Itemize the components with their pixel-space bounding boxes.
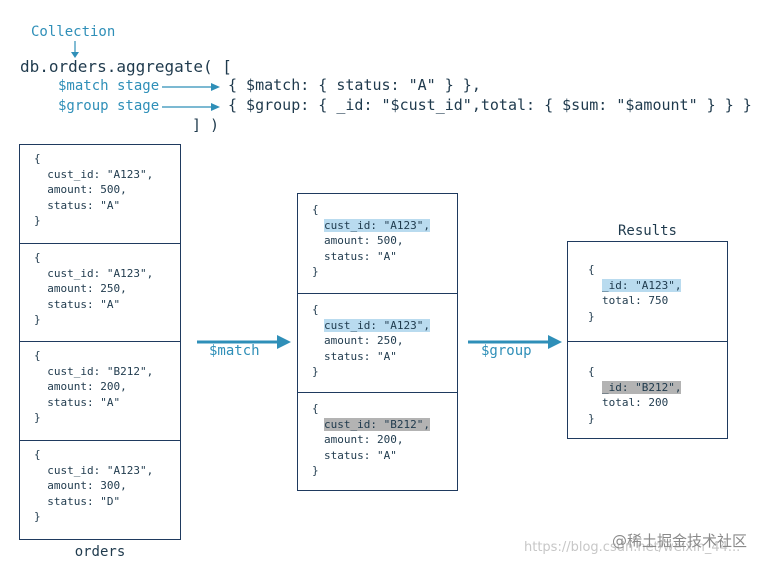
doc-line: amount: 200, xyxy=(34,380,127,393)
collection-arrow-icon xyxy=(71,41,79,58)
doc-line: { xyxy=(34,152,41,165)
doc-line: { xyxy=(34,448,41,461)
doc-line: } xyxy=(312,265,319,278)
doc-line: } xyxy=(34,411,41,424)
doc-line: { xyxy=(588,263,595,276)
doc-line: amount: 500, xyxy=(34,183,127,196)
watermark-url: https://blog.csdn.net/weixin_44... xyxy=(524,540,741,555)
orders-caption: orders xyxy=(74,544,126,560)
doc-line: { xyxy=(312,203,319,216)
doc-line: } xyxy=(312,365,319,378)
match-arrow-icon xyxy=(197,335,291,349)
doc-line: status: "A" xyxy=(324,448,397,462)
doc-line: status: "D" xyxy=(34,494,121,508)
doc-line: amount: 250, xyxy=(324,334,404,347)
doc-line: { xyxy=(312,402,319,415)
aggregate-closing: ] ) xyxy=(192,116,220,134)
order-document: { cust_id: "A123", amount: 300, status: … xyxy=(20,440,180,539)
group-stage-code: { $group: { _id: "$cust_id",total: { $su… xyxy=(228,96,752,114)
doc-line: status: "A" xyxy=(324,349,397,363)
matched-document: { cust_id: "A123", amount: 500, status: … xyxy=(298,194,457,294)
doc-line: status: "A" xyxy=(324,249,397,263)
group-arrow-icon xyxy=(468,335,562,349)
id-highlight: _id: "B212", xyxy=(602,380,682,394)
doc-line: cust_id: "B212", xyxy=(34,364,154,378)
cust-id-highlight: cust_id: "A123", xyxy=(324,218,430,232)
doc-line: total: 200 xyxy=(602,396,669,409)
match-stage-code: { $match: { status: "A" } }, xyxy=(228,76,481,94)
doc-line: status: "A" xyxy=(34,198,121,212)
matched-document: { cust_id: "B212", amount: 200, status: … xyxy=(298,392,457,491)
doc-line: } xyxy=(588,411,595,425)
collection-label: Collection xyxy=(31,24,116,40)
matched-document: { cust_id: "A123", amount: 250, status: … xyxy=(298,293,457,393)
match-arrow-label: $match xyxy=(209,343,260,359)
cust-id-highlight: cust_id: "A123", xyxy=(324,318,430,332)
doc-line: } xyxy=(34,214,41,227)
watermark-brand: @稀土掘金技术社区 xyxy=(612,532,748,550)
group-stage-arrow-icon xyxy=(162,103,220,111)
doc-line: { xyxy=(588,365,595,378)
doc-line: amount: 500, xyxy=(324,234,404,247)
id-highlight: _id: "A123", xyxy=(602,278,682,292)
results-box: { _id: "A123", total: 750 } { _id: "B212… xyxy=(567,241,728,439)
doc-line: } xyxy=(312,464,319,477)
doc-line: status: "A" xyxy=(34,395,121,409)
aggregate-call: db.orders.aggregate( [ xyxy=(20,57,232,76)
match-stage-label: $match stage xyxy=(58,78,160,94)
doc-line: amount: 300, xyxy=(34,479,127,492)
doc-line: cust_id: "A123", xyxy=(34,167,154,181)
match-stage-arrow-icon xyxy=(162,83,220,91)
result-document: { _id: "B212", total: 200 } xyxy=(568,341,727,439)
order-document: { cust_id: "A123", amount: 500, status: … xyxy=(20,145,180,244)
doc-line: status: "A" xyxy=(34,297,121,311)
doc-line: } xyxy=(34,510,41,523)
doc-line: } xyxy=(34,313,41,326)
doc-line: cust_id: "A123", xyxy=(34,266,154,280)
results-caption: Results xyxy=(617,223,677,239)
doc-line: amount: 200, xyxy=(324,433,404,446)
order-document: { cust_id: "B212", amount: 200, status: … xyxy=(20,341,180,440)
doc-line: cust_id: "A123", xyxy=(34,463,154,477)
doc-line: total: 750 xyxy=(602,294,669,307)
doc-line: } xyxy=(588,309,595,323)
order-document: { cust_id: "A123", amount: 250, status: … xyxy=(20,243,180,342)
cust-id-highlight: cust_id: "B212", xyxy=(324,417,430,431)
doc-line: { xyxy=(312,303,319,316)
doc-line: amount: 250, xyxy=(34,282,127,295)
group-stage-label: $group stage xyxy=(58,98,160,114)
doc-line: { xyxy=(34,251,41,264)
group-arrow-label: $group xyxy=(481,343,532,359)
doc-line: { xyxy=(34,349,41,362)
matched-documents-box: { cust_id: "A123", amount: 500, status: … xyxy=(297,193,458,491)
orders-collection-box: { cust_id: "A123", amount: 500, status: … xyxy=(19,144,181,540)
result-document: { _id: "A123", total: 750 } xyxy=(568,242,727,342)
